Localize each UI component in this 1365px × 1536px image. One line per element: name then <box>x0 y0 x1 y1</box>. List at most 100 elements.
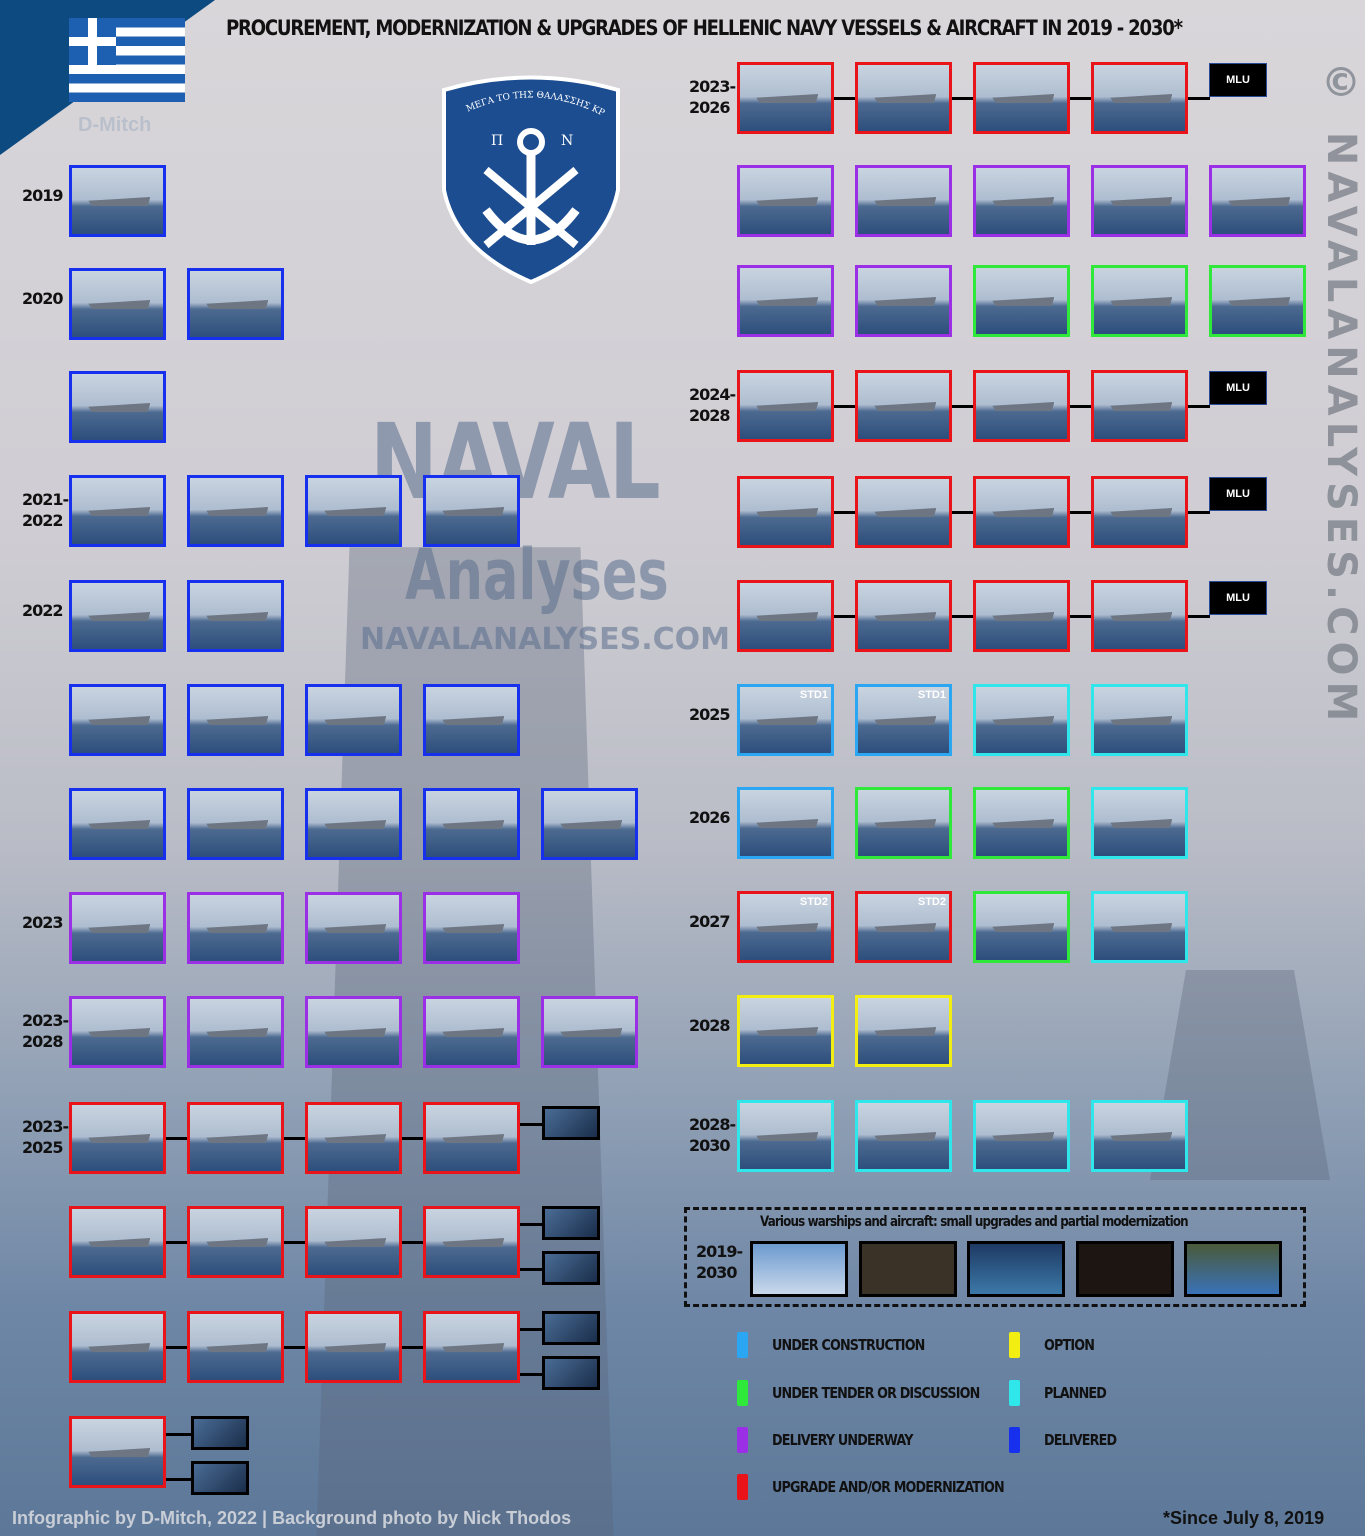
item-tile-planned[interactable] <box>973 1100 1070 1172</box>
various-upgrade-thumb[interactable] <box>1075 1241 1174 1297</box>
item-tile-delivery-underway[interactable] <box>305 892 402 964</box>
item-tile-delivered[interactable] <box>423 788 520 860</box>
various-upgrade-thumb[interactable] <box>750 1241 848 1297</box>
upgrade-component-thumb[interactable] <box>191 1416 249 1450</box>
item-tile-delivery-underway[interactable] <box>973 165 1070 237</box>
item-tile-delivered[interactable] <box>69 788 166 860</box>
item-tile-delivery-underway[interactable] <box>305 996 402 1068</box>
item-tile-delivered[interactable] <box>69 371 166 443</box>
item-tile-upgrade[interactable] <box>305 1206 402 1278</box>
item-tile-under-tender[interactable] <box>973 265 1070 337</box>
item-tile-delivered[interactable] <box>69 684 166 756</box>
item-tile-delivered[interactable] <box>69 165 166 237</box>
item-tile-upgrade[interactable] <box>187 1102 284 1174</box>
item-tile-under-tender[interactable] <box>1209 265 1306 337</box>
item-tile-delivery-underway[interactable] <box>423 892 520 964</box>
various-upgrade-thumb[interactable] <box>967 1241 1065 1297</box>
upgrade-component-thumb[interactable] <box>542 1106 600 1140</box>
item-tile-planned[interactable] <box>1091 891 1188 963</box>
item-tile-delivered[interactable] <box>187 268 284 340</box>
various-upgrade-thumb[interactable] <box>858 1241 957 1297</box>
item-tile-delivered[interactable] <box>69 580 166 652</box>
item-tile-delivery-underway[interactable] <box>737 165 834 237</box>
item-tile-upgrade[interactable] <box>423 1206 520 1278</box>
item-tile-under-tender[interactable] <box>973 891 1070 963</box>
item-tile-delivered[interactable] <box>423 684 520 756</box>
item-tile-under-construction[interactable]: STD1 <box>855 684 952 756</box>
item-tile-planned[interactable] <box>973 684 1070 756</box>
item-tile-upgrade[interactable] <box>1091 580 1188 652</box>
item-tile-delivery-underway[interactable] <box>69 892 166 964</box>
item-tile-planned[interactable] <box>1091 1100 1188 1172</box>
item-tile-planned[interactable] <box>1091 684 1188 756</box>
item-tile-upgrade[interactable] <box>423 1311 520 1383</box>
item-tile-upgrade[interactable] <box>737 580 834 652</box>
item-tile-upgrade[interactable] <box>69 1416 166 1488</box>
item-tile-upgrade[interactable] <box>973 476 1070 548</box>
item-tile-under-tender[interactable] <box>973 787 1070 859</box>
item-tile-under-construction[interactable] <box>737 787 834 859</box>
item-tile-upgrade[interactable] <box>1091 370 1188 442</box>
item-tile-upgrade[interactable] <box>973 580 1070 652</box>
item-tile-upgrade[interactable] <box>187 1311 284 1383</box>
item-tile-upgrade[interactable] <box>1091 62 1188 134</box>
item-tile-upgrade[interactable] <box>737 370 834 442</box>
item-tile-delivery-underway[interactable] <box>187 892 284 964</box>
item-tile-planned[interactable] <box>1091 787 1188 859</box>
item-tile-upgrade[interactable] <box>187 1206 284 1278</box>
item-tile-delivery-underway[interactable] <box>1091 165 1188 237</box>
item-tile-upgrade[interactable] <box>1091 476 1188 548</box>
item-tile-under-construction[interactable]: STD1 <box>737 684 834 756</box>
item-tile-upgrade[interactable] <box>855 580 952 652</box>
item-tile-upgrade[interactable] <box>855 62 952 134</box>
item-tile-delivered[interactable] <box>187 580 284 652</box>
item-tile-delivery-underway[interactable] <box>423 996 520 1068</box>
item-tile-upgrade[interactable] <box>69 1206 166 1278</box>
item-tile-upgrade[interactable] <box>69 1102 166 1174</box>
item-tile-delivery-underway[interactable] <box>541 996 638 1068</box>
item-tile-delivered[interactable] <box>69 475 166 547</box>
item-tile-upgrade[interactable] <box>305 1311 402 1383</box>
connector-line <box>952 615 973 618</box>
various-upgrade-thumb[interactable] <box>1184 1241 1282 1297</box>
item-tile-under-tender[interactable] <box>855 787 952 859</box>
item-tile-planned[interactable] <box>855 1100 952 1172</box>
item-tile-delivered[interactable] <box>305 684 402 756</box>
item-tile-delivery-underway[interactable] <box>855 165 952 237</box>
item-tile-delivery-underway[interactable] <box>1209 165 1306 237</box>
upgrade-component-thumb[interactable] <box>542 1311 600 1345</box>
item-tile-delivered[interactable] <box>305 788 402 860</box>
item-tile-delivered[interactable] <box>187 684 284 756</box>
item-tile-option[interactable] <box>737 995 834 1067</box>
item-tile-upgrade[interactable] <box>737 476 834 548</box>
item-tile-upgrade[interactable] <box>973 62 1070 134</box>
item-tile-delivery-underway[interactable] <box>737 265 834 337</box>
item-tile-delivery-underway[interactable] <box>855 265 952 337</box>
item-tile-delivered[interactable] <box>187 475 284 547</box>
item-tile-upgrade[interactable] <box>423 1102 520 1174</box>
connector-line <box>520 1328 542 1331</box>
upgrade-component-thumb[interactable] <box>542 1206 600 1240</box>
item-tile-upgrade[interactable] <box>305 1102 402 1174</box>
legend-label: OPTION <box>1044 1336 1095 1354</box>
item-tile-upgrade[interactable] <box>69 1311 166 1383</box>
item-tile-upgrade[interactable] <box>855 476 952 548</box>
item-tile-delivered[interactable] <box>305 475 402 547</box>
item-tile-delivered[interactable] <box>187 788 284 860</box>
upgrade-component-thumb[interactable] <box>191 1461 249 1495</box>
item-tile-under-tender[interactable] <box>1091 265 1188 337</box>
item-tile-upgrade[interactable] <box>737 62 834 134</box>
item-tile-upgrade[interactable]: STD2 <box>737 891 834 963</box>
item-tile-planned[interactable] <box>737 1100 834 1172</box>
item-tile-upgrade[interactable] <box>973 370 1070 442</box>
upgrade-component-thumb[interactable] <box>542 1356 600 1390</box>
item-tile-delivery-underway[interactable] <box>187 996 284 1068</box>
item-tile-option[interactable] <box>855 995 952 1067</box>
item-tile-delivered[interactable] <box>423 475 520 547</box>
item-tile-delivered[interactable] <box>541 788 638 860</box>
item-tile-upgrade[interactable]: STD2 <box>855 891 952 963</box>
upgrade-component-thumb[interactable] <box>542 1251 600 1285</box>
item-tile-delivery-underway[interactable] <box>69 996 166 1068</box>
item-tile-upgrade[interactable] <box>855 370 952 442</box>
item-tile-delivered[interactable] <box>69 268 166 340</box>
